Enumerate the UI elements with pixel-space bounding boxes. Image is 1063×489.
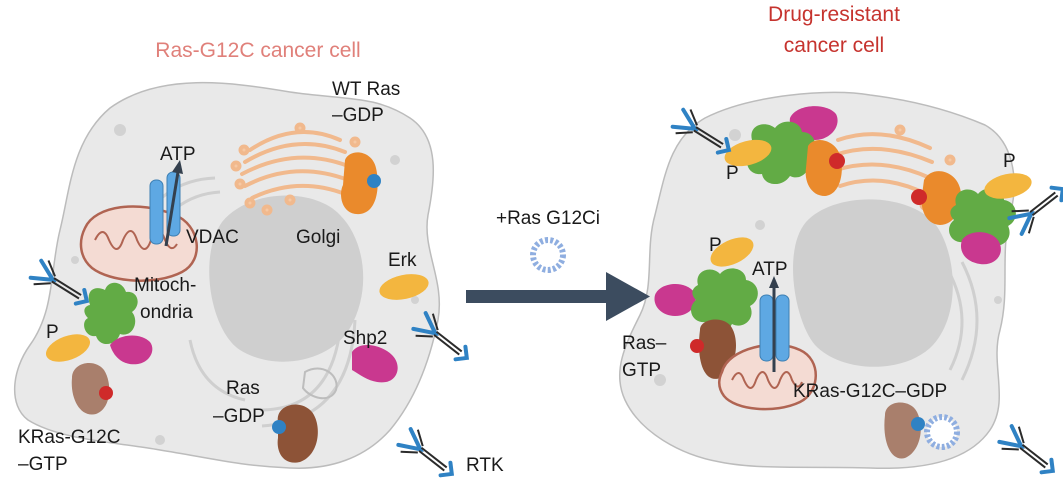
left-cell-title: Ras-G12C cancer cell <box>155 39 360 62</box>
right-kras-gdp <box>884 402 921 459</box>
right-kras-gdp-dot <box>911 417 925 431</box>
label-ras-gdp-1: Ras <box>226 378 260 399</box>
label-atp-right: ATP <box>752 259 788 280</box>
left-erk <box>379 274 429 300</box>
label-rtk: RTK <box>466 455 504 476</box>
left-wt-ras-gdp-dot <box>367 174 381 188</box>
label-vdac: VDAC <box>186 227 239 248</box>
left-kras-gtp-dot <box>99 386 113 400</box>
label-p-right-top-left: P <box>726 163 739 184</box>
label-erk: Erk <box>388 250 417 271</box>
label-wt-ras-1: WT Ras <box>332 79 400 100</box>
right-ras-orange-top <box>805 140 842 196</box>
right-rtk-3 <box>994 420 1063 484</box>
right-gtp-dot-mid <box>911 189 927 205</box>
left-shp2-small <box>110 335 153 365</box>
right-nucleus <box>793 199 953 367</box>
right-p-top-right <box>984 173 1032 199</box>
left-vdac <box>149 160 183 247</box>
label-kras-gtp-2: –GTP <box>18 454 68 475</box>
left-ras-gdp <box>277 404 318 463</box>
arrow-label: +Ras G12Ci <box>496 208 600 229</box>
right-shp2-right <box>960 232 1001 265</box>
right-sos-top <box>747 121 816 185</box>
label-atp-left: ATP <box>160 144 196 165</box>
label-shp2: Shp2 <box>343 328 387 349</box>
label-mito-2: ondria <box>140 302 193 323</box>
right-cell-title-line1: Drug-resistant <box>768 3 900 26</box>
right-vdac <box>759 276 790 372</box>
right-shp2-left <box>654 284 696 316</box>
label-ras-gdp-2: –GDP <box>213 406 265 427</box>
ras-g12c-inhibitor-icon <box>530 237 566 273</box>
right-p-mid <box>710 237 754 267</box>
label-kras-gdp: KRas-G12C–GDP <box>793 381 947 402</box>
right-gtp-dot-top <box>829 153 845 169</box>
transition-arrow <box>466 272 650 321</box>
label-golgi: Golgi <box>296 227 340 248</box>
left-p-yellow <box>46 334 90 362</box>
label-ras-gtp-2: GTP <box>622 360 661 381</box>
left-wt-ras-gdp <box>341 152 378 215</box>
left-ras-gdp-dot <box>272 420 286 434</box>
label-kras-gtp-1: KRas-G12C <box>18 427 120 448</box>
label-p-right-mid: P <box>709 235 722 256</box>
right-ras-gtp-dot <box>690 339 704 353</box>
right-cell <box>618 91 1063 484</box>
label-p-right-top-right: P <box>1003 151 1016 172</box>
label-wt-ras-2: –GDP <box>332 105 384 126</box>
right-sos-left <box>691 268 758 333</box>
left-small-mitochondrion <box>301 367 338 400</box>
left-kras-gtp <box>71 363 110 415</box>
label-mito-1: Mitoch- <box>134 275 196 296</box>
left-cell <box>14 82 478 487</box>
right-inhibitor-icon <box>924 414 960 450</box>
left-nucleus <box>209 195 364 362</box>
left-rtk-3 <box>393 423 463 487</box>
left-sos-complex <box>84 282 138 345</box>
label-p-left: P <box>46 322 59 343</box>
right-sos-right <box>949 188 1016 253</box>
label-ras-gtp-1: Ras– <box>622 333 667 354</box>
left-shp2 <box>352 344 398 383</box>
right-mitochondrion <box>718 343 817 411</box>
right-p-top-left <box>724 139 772 167</box>
right-cell-title-line2: cancer cell <box>784 34 884 57</box>
